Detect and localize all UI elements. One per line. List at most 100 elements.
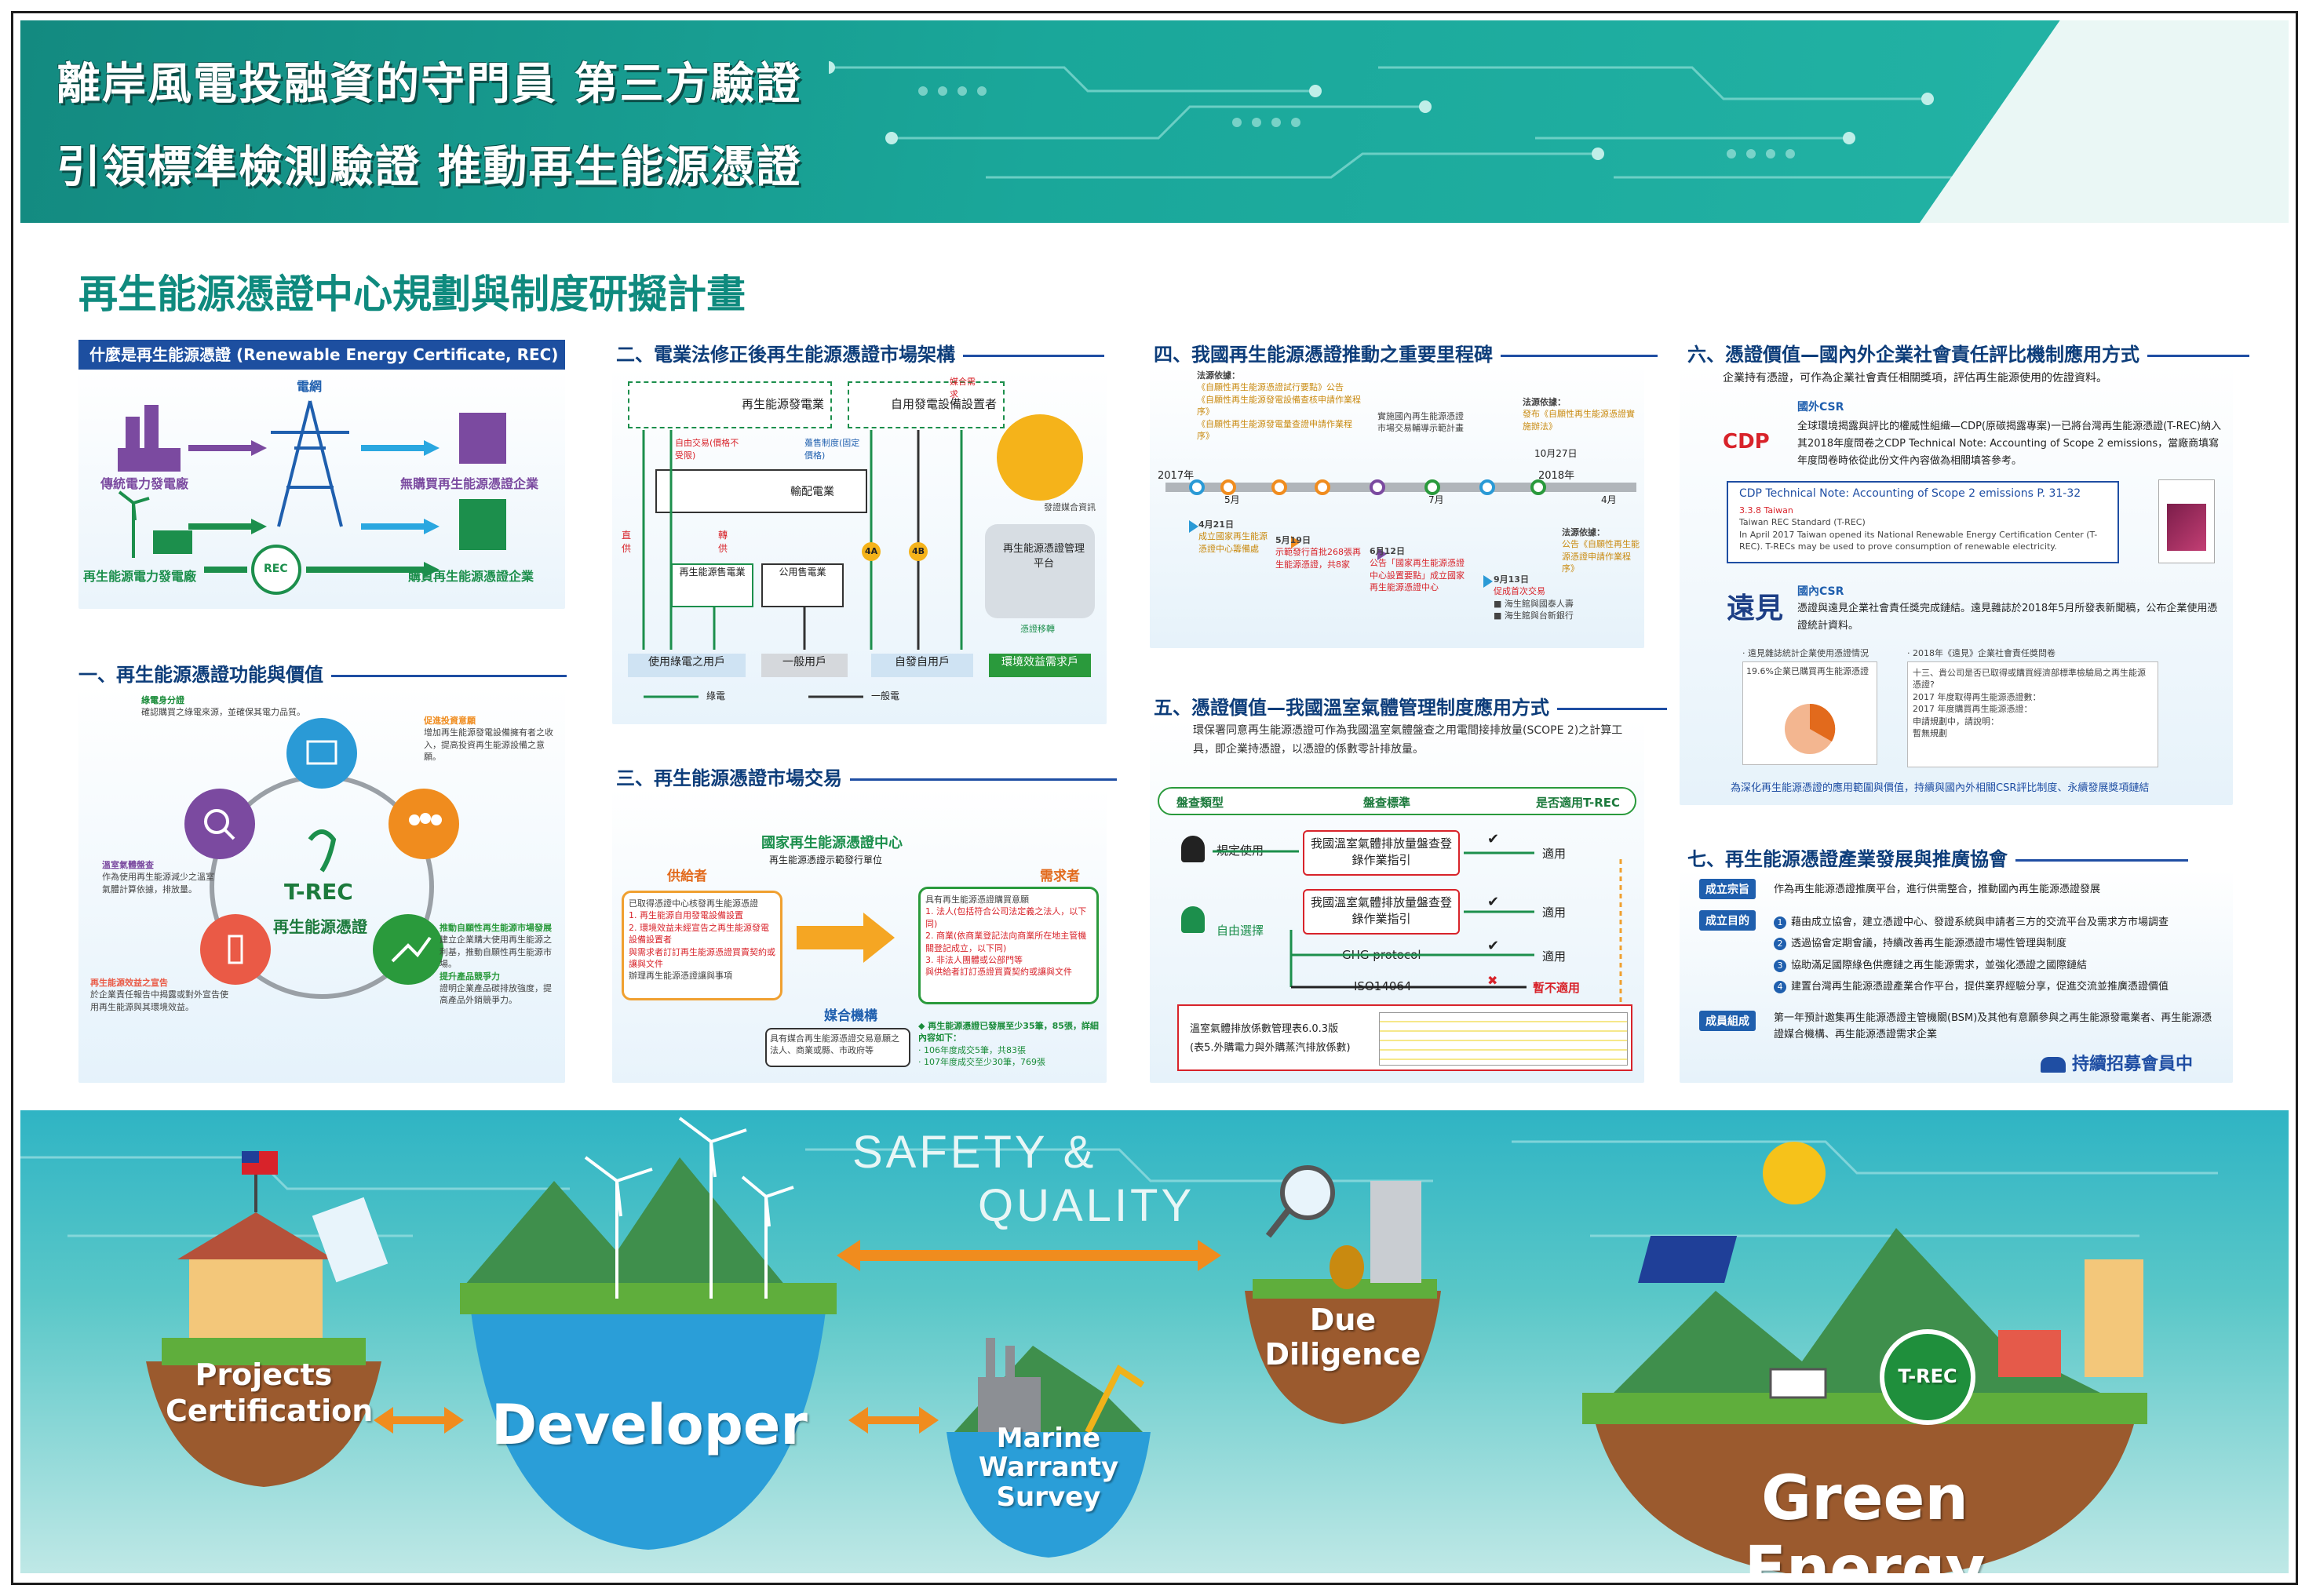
legal-basis-3: 法源依據：公告《自願性再生能源憑證申請作業程序》 — [1562, 527, 1640, 574]
header-banner — [20, 20, 2289, 223]
section4-panel: 法源依據：《自願性再生能源憑證試行要點》公告《自願性再生能源發電設備查核申請作業… — [1150, 363, 1644, 648]
members-chip: 成員組成 — [1699, 1011, 1756, 1031]
factory-icon — [118, 405, 181, 472]
office-building-icon — [1370, 1181, 1421, 1283]
dom-csr-body: 憑證與遠見企業社會責任獎完成鏈結。遠見雜誌於2018年5月所發表新聞稿，公布企業… — [1797, 603, 2218, 632]
timeline-bar — [1165, 479, 1636, 588]
csr-intro: 企業持有憑證，可作為企業社會責任相關獎項，評估再生能源使用的佐證資料。 — [1723, 372, 2107, 384]
safety-text: SAFETY & — [852, 1127, 1097, 1178]
month-jul: 7月 — [1428, 494, 1444, 505]
legend-green: 綠電 — [706, 691, 726, 701]
demander-label: 需求者 — [1040, 869, 1080, 884]
magnifier-search-icon — [1280, 1165, 1335, 1220]
trec-center-label: 再生能源憑證 — [273, 917, 367, 936]
section2-heading: 二、電業法修正後再生能源憑證市場架構 — [616, 339, 1104, 366]
survey1-title: · 遠見雜誌統計企業使用憑證情況 — [1742, 648, 1869, 658]
section3-panel: 國家再生能源憑證中心 再生能源憑證示範發行單位 供給者 需求者 已取得憑證中心核… — [612, 789, 1107, 1083]
people-icon — [2041, 1057, 2066, 1073]
issue-info-label: 發證媒合資訊 — [1044, 502, 1096, 512]
government-building-icon — [189, 1255, 323, 1338]
excavator-icon — [1085, 1365, 1145, 1434]
row4-result: 暫不適用 — [1533, 981, 1581, 995]
milestone-sep13: 9月13日促成首次交易■ 海生館與國泰人壽■ 海生館與台新銀行 — [1494, 574, 1574, 621]
value-market: 推動自願性再生能源市場發展建立企業購大使用再生能源之利基，推動自願性再生能源市場… — [440, 923, 552, 1006]
poster-frame — [11, 11, 2298, 1585]
user-general-box: 一般用戶 — [761, 654, 848, 677]
user-self-box: 自發自用戶 — [871, 654, 973, 677]
header-title-line1: 離岸風電投融資的守門員 第三方驗證 — [57, 59, 802, 110]
factory-plant-icon — [978, 1377, 1041, 1432]
building-purple-icon — [459, 413, 506, 464]
direct-supply-label: 直供 — [622, 530, 632, 554]
due-diligence-label: Due Diligence — [1264, 1303, 1421, 1372]
ghg-intro: 環保署同意再生能源憑證可作為我國溫室氣體盤查之用電間接排放量(SCOPE 2)之… — [1193, 724, 1623, 756]
legend-general: 一般電 — [871, 691, 900, 701]
person-black-icon — [1181, 836, 1205, 862]
rec-flow-graphic — [118, 400, 506, 595]
month-apr: 4月 — [1601, 494, 1617, 505]
trade-stats: ◆ 再生能源憑證已發展至少35筆，85張，詳細內容如下：· 106年度成交5筆，… — [918, 1021, 1099, 1068]
battery-icon — [200, 914, 271, 985]
taiwan-leaf-icon — [308, 829, 337, 873]
year-2017: 2017年 — [1158, 470, 1195, 482]
supplier-label: 供給者 — [667, 869, 707, 884]
trade-arrow — [797, 913, 895, 963]
cdp-doc-box: CDP Technical Note: Accounting of Scope … — [1727, 481, 2119, 563]
purpose-chip: 成立宗旨 — [1699, 879, 1756, 899]
section4-heading: 四、我國再生能源憑證推動之重要里程碑 — [1154, 339, 1658, 366]
trec-logo-text: T-REC — [284, 879, 353, 905]
developer-island — [468, 1283, 829, 1550]
free-trade-label: 自由交易(價格不受限) — [675, 438, 739, 461]
csr-footer: 為深化再生能源憑證的應用範圍與價值，持續與國內外相關CSR評比制度、永續發展獎項… — [1731, 782, 2150, 794]
rec-title-bar: 什麼是再生能源憑證 (Renewable Energy Certificate,… — [78, 340, 565, 370]
meter-icon — [1769, 1368, 1827, 1399]
survey2-card: 十三、貴公司是否已取得或購買經濟部標準檢驗局之再生能源憑證? 2017 年度取得… — [1907, 661, 2158, 767]
legal-basis-1: 法源依據：《自願性再生能源憑證試行要點》公告《自願性再生能源發電設備查核申請作業… — [1197, 370, 1361, 441]
developer-label: Developer — [491, 1393, 808, 1457]
transfer-cert-label: 憑證移轉 — [1020, 624, 1055, 634]
value-ghg: 溫室氣體盤查作為使用再生能源減少之溫室氣體計算依據，排放量。 — [102, 860, 214, 895]
cdp-logo: CDP — [1723, 430, 1770, 454]
value-declaration: 再生能源效益之宣告於企業責任報告中揭露或對外宣告使用再生能源與其環境效益。 — [90, 978, 228, 1012]
user-green-box: 使用綠電之用戶 — [628, 654, 746, 677]
svg-text:✔: ✔ — [1487, 831, 1499, 847]
section3-heading: 三、再生能源憑證市場交易 — [616, 763, 1117, 790]
building-green-icon — [459, 499, 506, 550]
public-utility-box: 公用售電業 — [761, 563, 844, 607]
trec-badge-label: T-REC — [1898, 1365, 1957, 1387]
investors-icon — [388, 789, 459, 859]
milestone-oct27: 10月27日 — [1534, 448, 1578, 459]
cert-platform-box: 再生能源憑證管理平台 — [985, 524, 1095, 618]
apartment-building-icon — [2085, 1259, 2143, 1377]
section1-heading: 一、再生能源憑證功能與價值 — [78, 659, 567, 687]
green-energy-island — [1590, 1401, 2139, 1573]
svg-text:✔: ✔ — [1487, 894, 1499, 910]
media-label: 媒合機構 — [824, 1008, 877, 1024]
retailer-box: 再生能源售電業 — [671, 563, 753, 607]
traditional-plant-label: 傳統電力發電廠 — [100, 476, 189, 491]
circuit-pattern — [829, 61, 1981, 184]
marine-island — [947, 1432, 1151, 1558]
milestone-jun12: 6月12日公告「國家再生能源憑證中心設置要點」成立國家再生能源憑證中心 — [1370, 546, 1465, 593]
renewable-plant-label: 再生能源電力發電廠 — [83, 569, 197, 584]
fixed-price-label: 躉售制度(固定價格) — [804, 438, 860, 461]
trec-badge-icon — [1880, 1329, 1975, 1425]
section5-panel: 環保署同意再生能源憑證可作為我國溫室氣體盤查之用電間接排放量(SCOPE 2)之… — [1150, 718, 1644, 1083]
goals-chip: 成立目的 — [1699, 910, 1756, 931]
wind-solar-icon — [118, 490, 192, 558]
growth-icon — [373, 914, 443, 985]
dom-csr-label: 國內CSR — [1797, 585, 1844, 598]
yuanjian-logo: 遠見 — [1727, 592, 1784, 625]
no-cert-company-label: 無購買再生能源憑證企業 — [400, 476, 539, 491]
section7-heading: 七、再生能源憑證產業發展與推廣協會 — [1687, 844, 2188, 871]
trade-center-sub: 再生能源憑證示範發行單位 — [769, 854, 883, 865]
value-wheel — [184, 718, 459, 999]
section1-panel: T-REC 再生能源憑證 綠電身分證確認購買之綠電來源，並確保其電力品質。 促進… — [78, 687, 565, 1083]
shop-icon — [1998, 1330, 2061, 1377]
due-diligence-island — [1245, 1291, 1441, 1424]
emission-table-thumb — [1379, 1012, 1628, 1066]
page-title: 再生能源憑證中心規劃與制度研擬計畫 — [78, 271, 746, 317]
